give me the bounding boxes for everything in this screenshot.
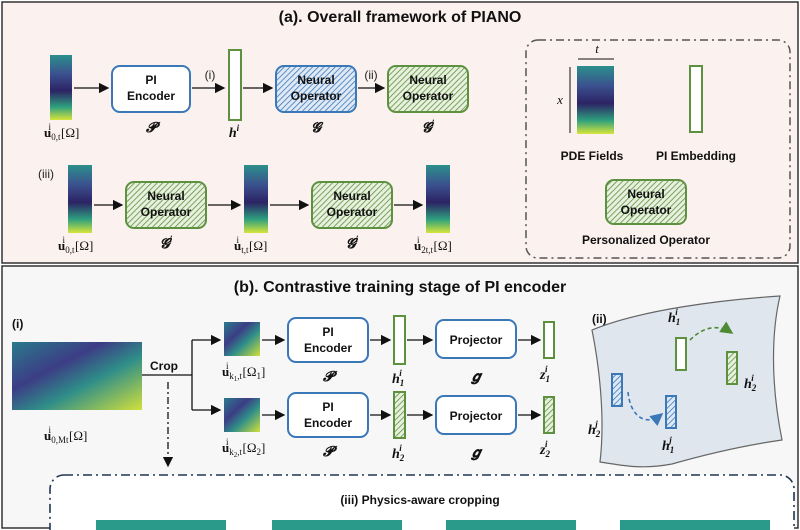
field-row2-mid-label: ut,ti[Ω]	[234, 235, 267, 255]
manifold-h2j-label: h2j	[588, 419, 601, 439]
h-branch-1	[393, 315, 406, 365]
legend-operator-box	[605, 179, 687, 225]
crop-patch-2-label: uk2,ti[Ω2]	[222, 437, 265, 459]
long-input-field	[12, 342, 142, 410]
cropping-thumb-1	[96, 520, 226, 530]
cropping-thumb-3	[446, 520, 576, 530]
cropping-thumb-2	[272, 520, 402, 530]
encoder-branch-2	[287, 392, 369, 438]
part-ii-label: (ii)	[592, 312, 607, 326]
neural-operator-line1: Neural	[297, 73, 334, 87]
row2-operator-2	[311, 181, 393, 229]
crop-patch-2	[224, 398, 260, 432]
input-field-row1	[50, 55, 72, 120]
crop-label: Crop	[150, 359, 178, 373]
row2-operator-2-line2: Operator	[327, 205, 378, 219]
embedding-symbol: hi	[229, 123, 240, 141]
input-field-row1-label: u0,ti[Ω]	[44, 122, 79, 142]
h-branch-2-label: h2i	[392, 443, 405, 463]
legend-box	[525, 39, 791, 259]
manifold-h1i	[675, 337, 687, 371]
encoder-branch-1-line1: PI	[322, 325, 333, 339]
row2-operator-1-symbol: 𝓖i	[160, 234, 173, 252]
personalized-operator-line1: Neural	[409, 73, 446, 87]
personalized-operator-symbol: 𝓖i	[422, 118, 435, 136]
cropping-thumb-4	[620, 520, 770, 530]
field-row2-output-label: u2t,ti[Ω]	[414, 235, 452, 255]
h-branch-1-label: h1i	[392, 368, 404, 388]
manifold-h1i-label: h1i	[668, 307, 680, 327]
personalized-operator-box	[387, 65, 469, 113]
step-iii-label: (iii)	[38, 167, 54, 181]
pi-encoder-line1: PI	[145, 73, 156, 87]
crop-patch-1-label: uk1,ti[Ω1]	[222, 361, 265, 383]
long-input-label: u0,Mti[Ω]	[44, 425, 87, 445]
manifold-h2j	[611, 373, 623, 407]
panel-b-title: (b). Contrastive training stage of PI en…	[234, 279, 567, 296]
legend-x-label: x	[556, 92, 563, 107]
z-branch-1	[543, 321, 555, 359]
projector-branch-2-symbol: 𝒈	[471, 446, 484, 461]
legend-t-label: t	[595, 41, 599, 56]
legend-pde-field	[577, 66, 614, 134]
cropping-title: (iii) Physics-aware cropping	[340, 493, 499, 507]
pi-encoder-line2: Encoder	[127, 89, 175, 103]
manifold-h2i-label: h2i	[744, 373, 757, 393]
field-row2-input-label: u0,ti[Ω]	[58, 235, 93, 255]
projector-branch-2	[435, 395, 517, 435]
row2-operator-2-symbol: 𝓖i	[346, 234, 359, 252]
legend-pi-embedding-label: PI Embedding	[656, 149, 736, 163]
neural-operator-box	[275, 65, 357, 113]
manifold-h2i	[726, 351, 738, 385]
step-i-label: (i)	[205, 68, 216, 82]
encoder-branch-1	[287, 317, 369, 363]
legend-operator-line2: Operator	[621, 203, 672, 217]
z-branch-2-label: z2i	[539, 439, 550, 459]
encoder-branch-2-line1: PI	[322, 400, 333, 414]
manifold-green-dashed-arrow	[689, 321, 734, 341]
step-ii-label: (ii)	[364, 68, 377, 82]
field-row2-input	[68, 165, 92, 233]
personalized-operator-line2: Operator	[403, 89, 454, 103]
row2-operator-1-line2: Operator	[141, 205, 192, 219]
neural-operator-line2: Operator	[291, 89, 342, 103]
embedding-manifold	[591, 295, 783, 468]
legend-pde-fields-label: PDE Fields	[561, 149, 624, 163]
part-i-label: (i)	[12, 317, 23, 331]
crop-patch-1	[224, 322, 260, 356]
manifold-h1j	[665, 395, 677, 429]
pi-encoder-box	[111, 65, 191, 113]
encoder-branch-1-line2: Encoder	[304, 341, 352, 355]
manifold-h1j-label: h1j	[662, 435, 674, 455]
row2-operator-2-line1: Neural	[333, 189, 370, 203]
neural-operator-symbol: 𝓖	[311, 121, 324, 136]
z-branch-2	[543, 396, 555, 434]
encoder-branch-2-line2: Encoder	[304, 416, 352, 430]
cropping-box	[49, 474, 795, 530]
projector-branch-1-label: Projector	[450, 333, 503, 347]
projector-branch-1-symbol: 𝒈	[471, 370, 484, 385]
field-row2-mid	[244, 165, 268, 233]
legend-pi-embedding	[689, 65, 703, 133]
projector-branch-1	[435, 319, 517, 359]
row2-operator-1	[125, 181, 207, 229]
projector-branch-2-label: Projector	[450, 409, 503, 423]
h-branch-2	[393, 391, 406, 439]
legend-operator-line1: Neural	[627, 187, 664, 201]
z-branch-1-label: z1i	[539, 364, 550, 384]
legend-personalized-label: Personalized Operator	[582, 233, 710, 247]
field-row2-output	[426, 165, 450, 233]
pi-embedding-bar	[228, 49, 242, 121]
panel-a-title: (a). Overall framework of PIANO	[279, 9, 522, 26]
manifold-blue-dashed-arrow	[627, 391, 664, 427]
row2-operator-1-line1: Neural	[147, 189, 184, 203]
